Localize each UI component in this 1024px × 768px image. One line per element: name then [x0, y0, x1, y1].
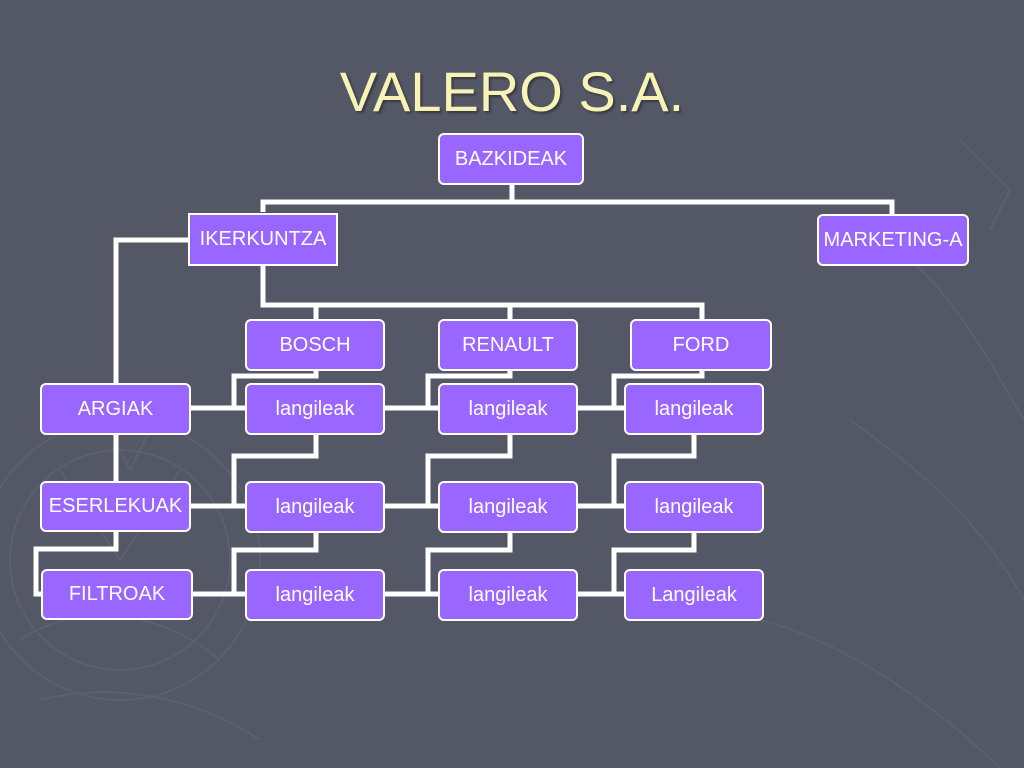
slide-title: VALERO S.A.: [339, 60, 685, 123]
node-filtroak[interactable]: FILTROAK: [41, 569, 193, 620]
node-renault-langileak-2[interactable]: langileak: [438, 481, 578, 533]
node-marketing[interactable]: MARKETING-A: [817, 214, 969, 266]
node-ford-langileak-1[interactable]: langileak: [624, 383, 764, 435]
node-eserlekuak[interactable]: ESERLEKUAK: [40, 481, 191, 532]
node-bosch[interactable]: BOSCH: [245, 319, 385, 371]
node-renault[interactable]: RENAULT: [438, 319, 578, 371]
node-ford[interactable]: FORD: [630, 319, 772, 371]
node-bosch-langileak-1[interactable]: langileak: [245, 383, 385, 435]
node-argiak[interactable]: ARGIAK: [40, 383, 191, 435]
node-renault-langileak-3[interactable]: langileak: [438, 569, 578, 621]
node-bosch-langileak-2[interactable]: langileak: [245, 481, 385, 533]
node-renault-langileak-1[interactable]: langileak: [438, 383, 578, 435]
node-bosch-langileak-3[interactable]: langileak: [245, 569, 385, 621]
node-ikerkuntza[interactable]: IKERKUNTZA: [188, 213, 338, 266]
node-bazkideak[interactable]: BAZKIDEAK: [438, 133, 584, 185]
node-ford-langileak-3[interactable]: Langileak: [624, 569, 764, 621]
node-ford-langileak-2[interactable]: langileak: [624, 481, 764, 533]
